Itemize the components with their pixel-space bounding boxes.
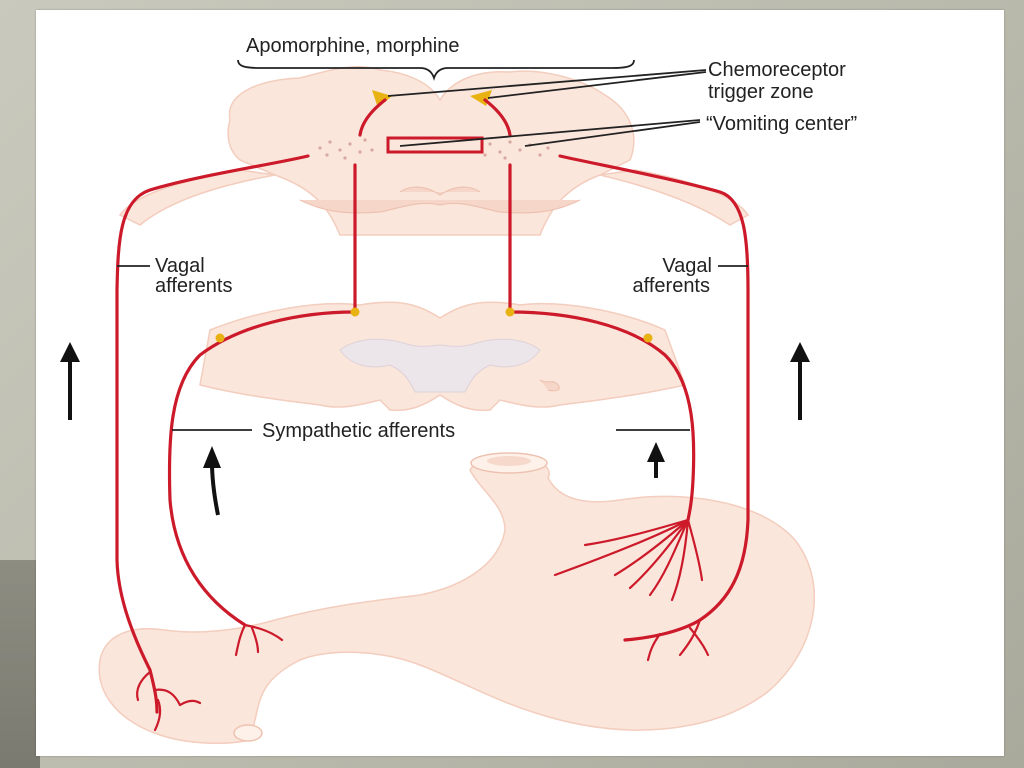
upper-tissue-left: [118, 169, 276, 226]
up-arrow-icon: [647, 442, 665, 478]
sympathetic-afferent-right: [508, 310, 704, 602]
vagal-left-label-line2: afferents: [155, 275, 232, 297]
vagal-right-label-line2: afferents: [633, 275, 710, 297]
diagram-frame: Apomorphine, morphine Chemoreceptor trig…: [36, 10, 1004, 756]
vagal-right-label-line1: Vagal: [662, 255, 712, 277]
vomiting-pathway-diagram: Apomorphine, morphine Chemoreceptor trig…: [60, 35, 857, 745]
vagal-afferent-left: [115, 154, 310, 732]
up-arrow-icon: [203, 446, 221, 516]
sympathetic-afferent-left: [167, 310, 357, 657]
stomach: [98, 452, 816, 745]
ganglia: [215, 307, 653, 343]
vomiting-center-label: “Vomiting center”: [706, 113, 857, 135]
vagal-afferent-right: [558, 154, 750, 662]
vagal-left-label-line1: Vagal: [155, 255, 205, 277]
spinal-cord-section: [199, 301, 686, 412]
central-connections: [353, 98, 512, 312]
up-arrow-icon: [60, 342, 80, 420]
drugs-bracket: [237, 59, 635, 81]
vomiting-center: [318, 138, 550, 160]
ctz-label-line2: trigger zone: [708, 81, 814, 103]
slide-background-shadow: [0, 560, 40, 768]
drugs-label: Apomorphine, morphine: [246, 35, 459, 57]
up-arrow-icon: [790, 342, 810, 420]
upper-tissue-right: [599, 169, 750, 226]
ctz-label-line1: Chemoreceptor: [708, 59, 846, 81]
leader-lines: [117, 69, 748, 431]
sympathetic-afferents-label: Sympathetic afferents: [262, 420, 455, 442]
